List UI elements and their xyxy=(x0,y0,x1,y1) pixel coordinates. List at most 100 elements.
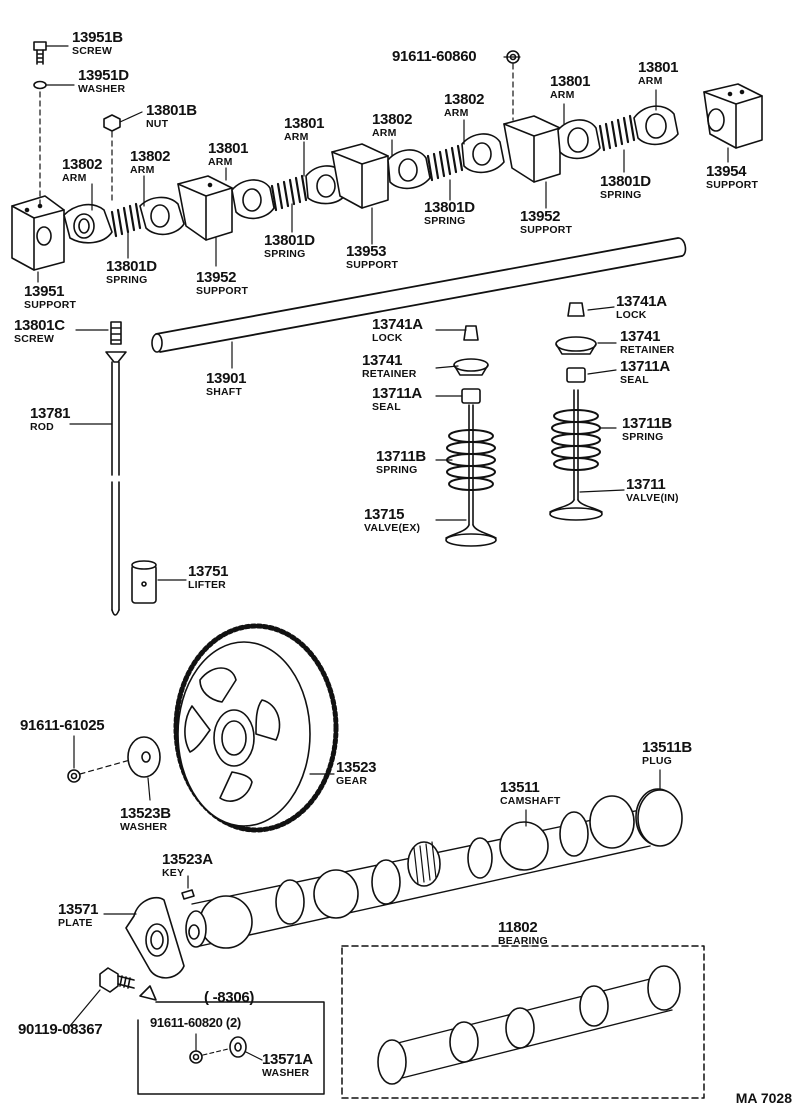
support-13952-left-drawing xyxy=(177,175,233,241)
part-number: 13571A xyxy=(262,1051,313,1068)
part-number: 13953 xyxy=(346,243,387,260)
part-number: 13523A xyxy=(162,851,213,868)
part-name: VALVE(EX) xyxy=(364,522,421,534)
support-13951-drawing xyxy=(11,195,65,271)
part-name: SUPPORT xyxy=(196,285,249,297)
diagram-code: MA 7028 xyxy=(735,1090,792,1106)
part-name: ROD xyxy=(30,421,54,433)
part-name: SUPPORT xyxy=(24,299,77,311)
label-90119-08367: 90119-08367 xyxy=(18,1021,103,1038)
part-number: 13711 xyxy=(626,476,666,493)
arm-13801-right-drawing xyxy=(557,119,601,160)
screw-13951B-drawing xyxy=(33,41,47,65)
part-name: SCREW xyxy=(14,333,55,345)
part-number: 13802 xyxy=(444,91,485,108)
support-13952-right-drawing xyxy=(503,115,561,183)
part-number: 13801 xyxy=(284,115,325,132)
part-name: ARM xyxy=(284,131,309,143)
key-13523A-drawing xyxy=(181,889,195,900)
washer-13523B-drawing xyxy=(127,736,161,778)
support-13953-drawing xyxy=(331,143,389,209)
arm-13801-left-drawing xyxy=(231,179,275,220)
part-name: VALVE(IN) xyxy=(626,492,679,504)
part-number: 13711B xyxy=(376,448,426,465)
part-name: ARM xyxy=(550,89,575,101)
part-number: 13741 xyxy=(362,352,403,369)
part-number: 13741A xyxy=(372,316,423,333)
part-number: 91611-60820 (2) xyxy=(150,1015,241,1030)
part-name: ARM xyxy=(444,107,469,119)
gear-13523-drawing xyxy=(173,623,339,833)
arm-13802-center-right-drawing xyxy=(387,149,431,190)
rocker-assembly xyxy=(11,41,763,271)
spring-13801D-right-drawing xyxy=(598,114,636,152)
part-name: NUT xyxy=(146,118,169,130)
part-number: 13951 xyxy=(24,283,65,300)
part-number: 13951B xyxy=(72,29,123,46)
label-91611-61025: 91611-61025 xyxy=(20,718,105,733)
spring-13801D-left-drawing xyxy=(110,202,142,238)
shaft-13901-drawing xyxy=(151,237,687,353)
part-number: 13781 xyxy=(30,405,71,422)
part-name: CAMSHAFT xyxy=(500,795,561,807)
part-number: 13511 xyxy=(500,779,540,796)
spring-13801D-center-right-drawing xyxy=(426,144,464,182)
part-number: 13741 xyxy=(620,328,661,345)
part-number: 13741A xyxy=(616,293,667,310)
part-number: 13951D xyxy=(78,67,129,84)
plug-13511B-drawing xyxy=(637,789,683,847)
part-number: 13801D xyxy=(600,173,651,190)
part-number: 13523 xyxy=(336,759,377,776)
part-name: ARM xyxy=(372,127,397,139)
part-name: SPRING xyxy=(622,431,664,443)
part-name: SUPPORT xyxy=(520,224,573,236)
part-name: PLATE xyxy=(58,917,93,929)
label-91611-60820: 91611-60820 (2) xyxy=(150,1016,241,1029)
part-name: ARM xyxy=(130,164,155,176)
part-name: PLUG xyxy=(642,755,672,767)
nut-13801B-drawing xyxy=(103,114,121,132)
part-number: 13511B xyxy=(642,739,692,756)
part-number: 90119-08367 xyxy=(18,1021,103,1038)
part-name: ARM xyxy=(638,75,663,87)
plate-13571-drawing xyxy=(125,896,185,979)
part-name: KEY xyxy=(162,867,185,879)
part-number: 11802 xyxy=(498,919,538,936)
part-name: LOCK xyxy=(616,309,647,321)
part-number: 13802 xyxy=(372,111,413,128)
support-13954-drawing xyxy=(703,83,763,149)
part-name: ARM xyxy=(62,172,87,184)
part-number: 13952 xyxy=(196,269,237,286)
part-number: 13715 xyxy=(364,506,405,523)
part-number: 13801B xyxy=(146,102,197,119)
part-number: 13801 xyxy=(550,73,591,90)
part-name: GEAR xyxy=(336,775,368,787)
part-name: SPRING xyxy=(424,215,466,227)
arm-13802-center-left-drawing xyxy=(139,196,185,236)
washer-13951D-drawing xyxy=(33,80,47,90)
part-name: LIFTER xyxy=(188,579,226,591)
part-name: ARM xyxy=(208,156,233,168)
label-91611-60860: 91611-60860 xyxy=(392,49,477,64)
part-number: 13751 xyxy=(188,563,229,580)
